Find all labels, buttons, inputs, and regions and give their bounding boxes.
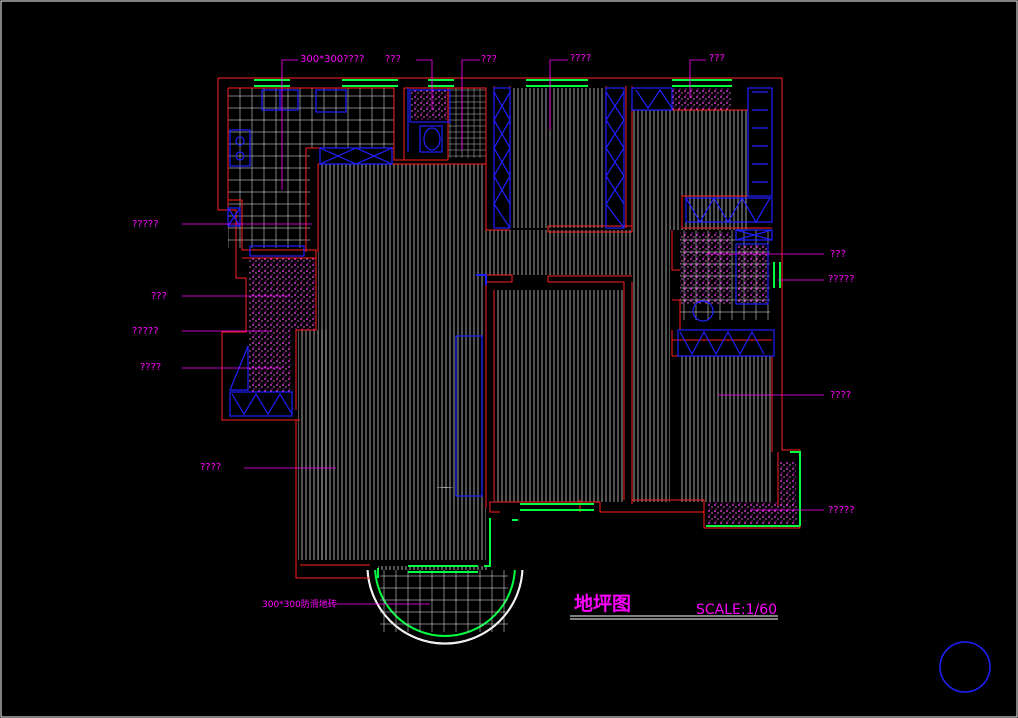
drawing-title: 地坪图 [574,592,631,615]
labels: 300*300???? ??? ??? ???? ??? ????? ??? ?… [132,53,855,610]
windows [254,79,801,573]
label-right-3: ???? [830,390,851,401]
leader-lines [182,59,824,605]
furniture [227,87,775,497]
north-compass-icon [939,641,991,693]
label-right-2: ????? [828,274,855,285]
stone-areas [249,88,798,524]
label-left-3: ????? [132,326,159,337]
label-left-4: ???? [140,362,161,373]
label-top-2: ??? [385,54,401,65]
label-left-5: ???? [200,462,221,473]
walls [217,77,801,579]
label-top-1: 300*300???? [300,54,364,65]
label-top-3: ??? [481,54,497,65]
title-block: 地坪图 SCALE:1/60 [570,592,778,620]
label-bottom-1: 300*300防滑地砖 [262,598,337,610]
drawing-scale: SCALE:1/60 [696,602,777,618]
label-left-1: ????? [132,219,159,230]
label-top-4: ???? [570,53,591,64]
label-right-1: ??? [830,249,846,260]
label-right-4: ????? [828,505,855,516]
label-top-5: ??? [709,53,725,64]
label-left-2: ??? [151,291,167,302]
